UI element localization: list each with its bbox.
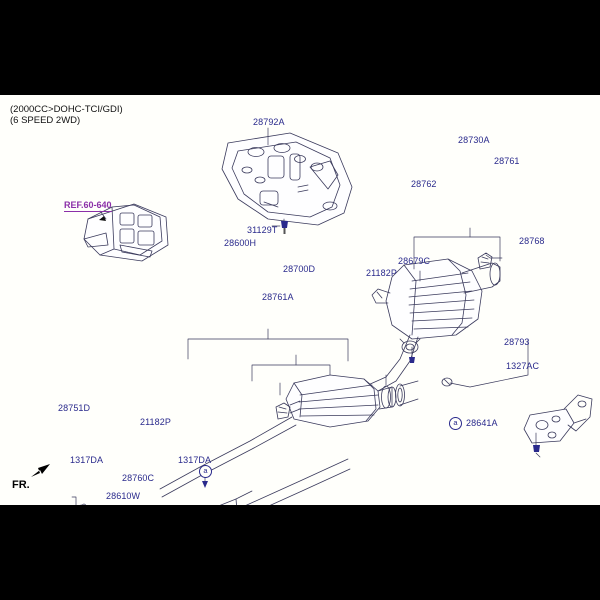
center-muffler-28700d bbox=[159, 374, 419, 498]
part-label[interactable]: 1317DA bbox=[70, 455, 104, 465]
part-label[interactable]: 28792A bbox=[253, 117, 285, 127]
heat-shield-28792a bbox=[221, 132, 353, 226]
hanger-ring-28679c bbox=[399, 338, 421, 354]
front-arrow-icon bbox=[31, 464, 50, 477]
hanger-28761 bbox=[477, 252, 493, 270]
bracket-28793 bbox=[523, 394, 593, 444]
part-label[interactable]: 28610W bbox=[106, 491, 141, 501]
header-spec-line-2: (6 SPEED 2WD) bbox=[10, 115, 81, 126]
part-label[interactable]: 31129T bbox=[247, 225, 278, 235]
heat-shield-reference bbox=[83, 203, 169, 262]
part-label[interactable]: 28679C bbox=[398, 256, 431, 266]
exhaust-system-drawing bbox=[71, 127, 593, 505]
front-orientation-label: FR. bbox=[12, 479, 30, 491]
part-label[interactable]: 1317DA bbox=[178, 455, 212, 465]
rear-muffler-28762 bbox=[367, 252, 501, 392]
part-label[interactable]: 28761 bbox=[494, 156, 520, 166]
part-label[interactable]: 21182P bbox=[366, 268, 397, 278]
diagram-sheet: (2000CC>DOHC-TCI/GDI) (6 SPEED 2WD) REF.… bbox=[0, 95, 600, 505]
header-spec-line-1: (2000CC>DOHC-TCI/GDI) bbox=[10, 104, 123, 115]
part-label[interactable]: 28700D bbox=[283, 264, 316, 274]
part-label[interactable]: 28751D bbox=[58, 403, 91, 413]
front-pipe-28610w bbox=[79, 458, 351, 505]
part-label[interactable]: 28760C bbox=[122, 473, 155, 483]
part-label[interactable]: 28600H bbox=[224, 238, 257, 248]
part-label[interactable]: 28793 bbox=[504, 337, 530, 347]
gasket-21182p-center bbox=[381, 383, 405, 409]
part-label[interactable]: 21182P bbox=[140, 417, 171, 427]
hanger-28761a bbox=[275, 400, 301, 420]
detail-marker-callout[interactable]: a bbox=[449, 417, 462, 430]
reference-label[interactable]: REF.60-640 bbox=[64, 200, 112, 212]
part-label[interactable]: 28768 bbox=[519, 236, 545, 246]
detail-marker-inline[interactable]: a bbox=[199, 465, 212, 478]
part-label[interactable]: 28730A bbox=[458, 135, 490, 145]
part-label[interactable]: 28762 bbox=[411, 179, 437, 189]
part-label[interactable]: 28641A bbox=[466, 418, 498, 428]
part-label[interactable]: 1327AC bbox=[506, 361, 540, 371]
parts-illustration bbox=[0, 95, 600, 505]
part-label[interactable]: 28761A bbox=[262, 292, 294, 302]
bolt-31129t bbox=[271, 218, 288, 234]
